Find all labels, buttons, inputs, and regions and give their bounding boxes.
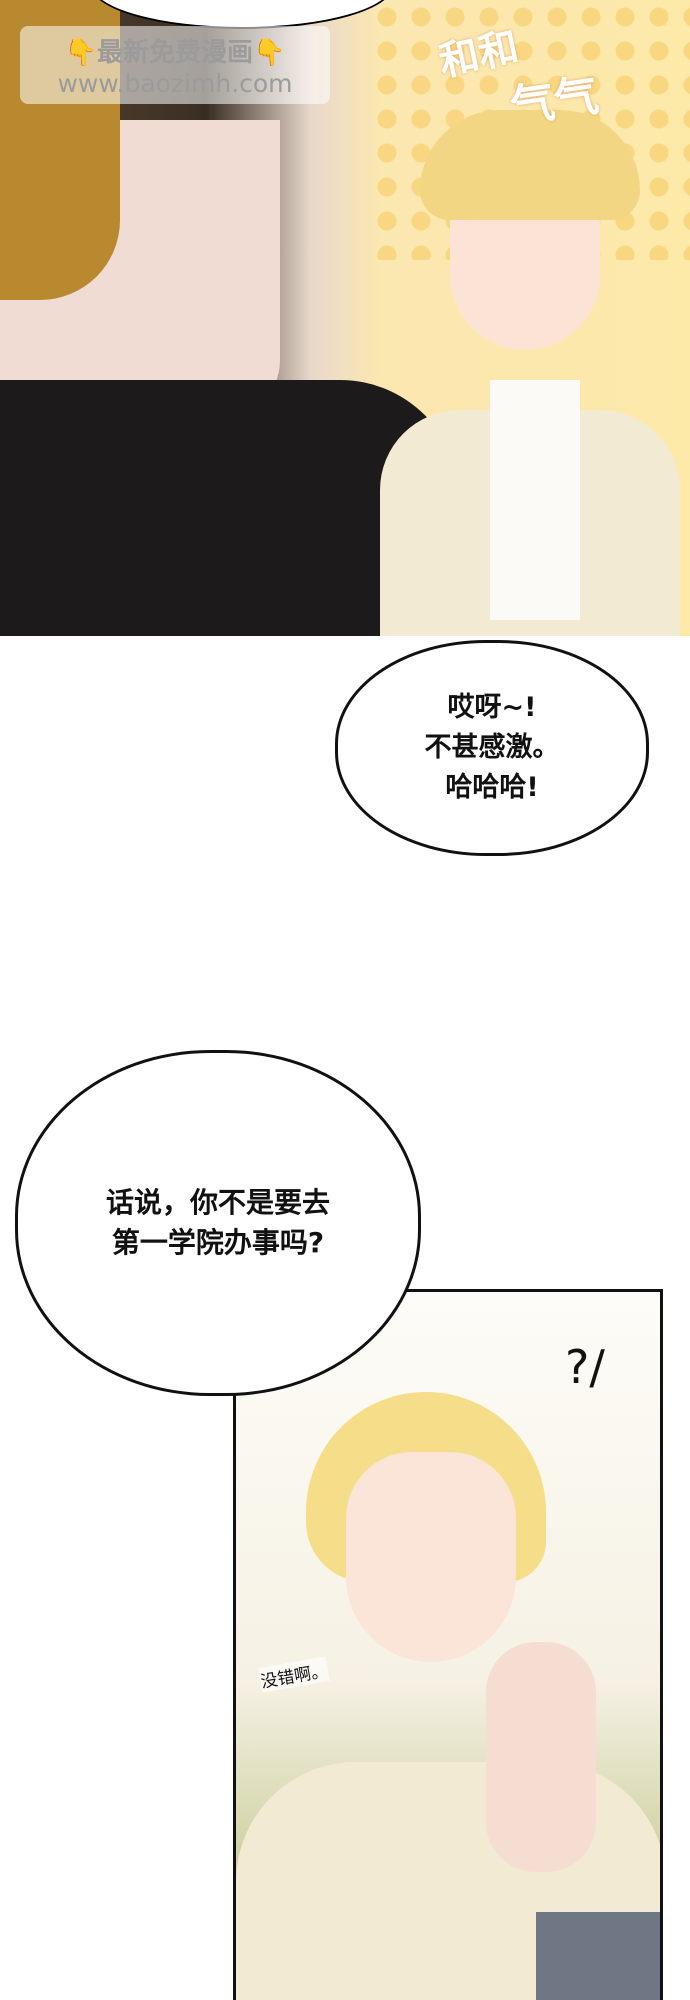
smiling-blond-man <box>380 110 680 636</box>
pointing-down-hand-icon: 👇 <box>64 38 97 68</box>
dialogue-line: 第一学院办事吗? <box>111 1226 325 1259</box>
face <box>346 1452 516 1662</box>
speech-bubble: 话说，你不是要去 第一学院办事吗? <box>15 1050 421 1396</box>
watermark-title: 最新免费漫画 <box>96 38 253 68</box>
dialogue-line: 不甚感激。 <box>424 732 560 763</box>
hair <box>420 110 640 220</box>
speech-bubble: 哎呀~! 不甚感激。 哈哈哈! <box>335 640 649 856</box>
hand-on-chin <box>486 1642 596 1872</box>
dialogue-line: 哈哈哈! <box>445 772 539 803</box>
sfx-question: ?/ <box>565 1340 605 1394</box>
dialogue-line: 话说，你不是要去 <box>105 1186 330 1219</box>
watermark-url: www.baozimh.com <box>57 69 293 98</box>
shirt <box>490 380 580 620</box>
watermark: 👇最新免费漫画👇 www.baozimh.com <box>20 26 330 104</box>
comic-panel-1: 和和 气气 👇最新免费漫画👇 www.baozimh.com <box>0 0 690 636</box>
comic-panel-2 <box>233 1289 663 2000</box>
pointing-down-hand-icon: 👇 <box>253 38 286 68</box>
sfx-text: 气气 <box>507 70 602 133</box>
speech-bubble-partial <box>90 0 394 29</box>
sleeve <box>536 1912 660 2000</box>
dialogue-line: 哎呀~! <box>447 692 537 723</box>
